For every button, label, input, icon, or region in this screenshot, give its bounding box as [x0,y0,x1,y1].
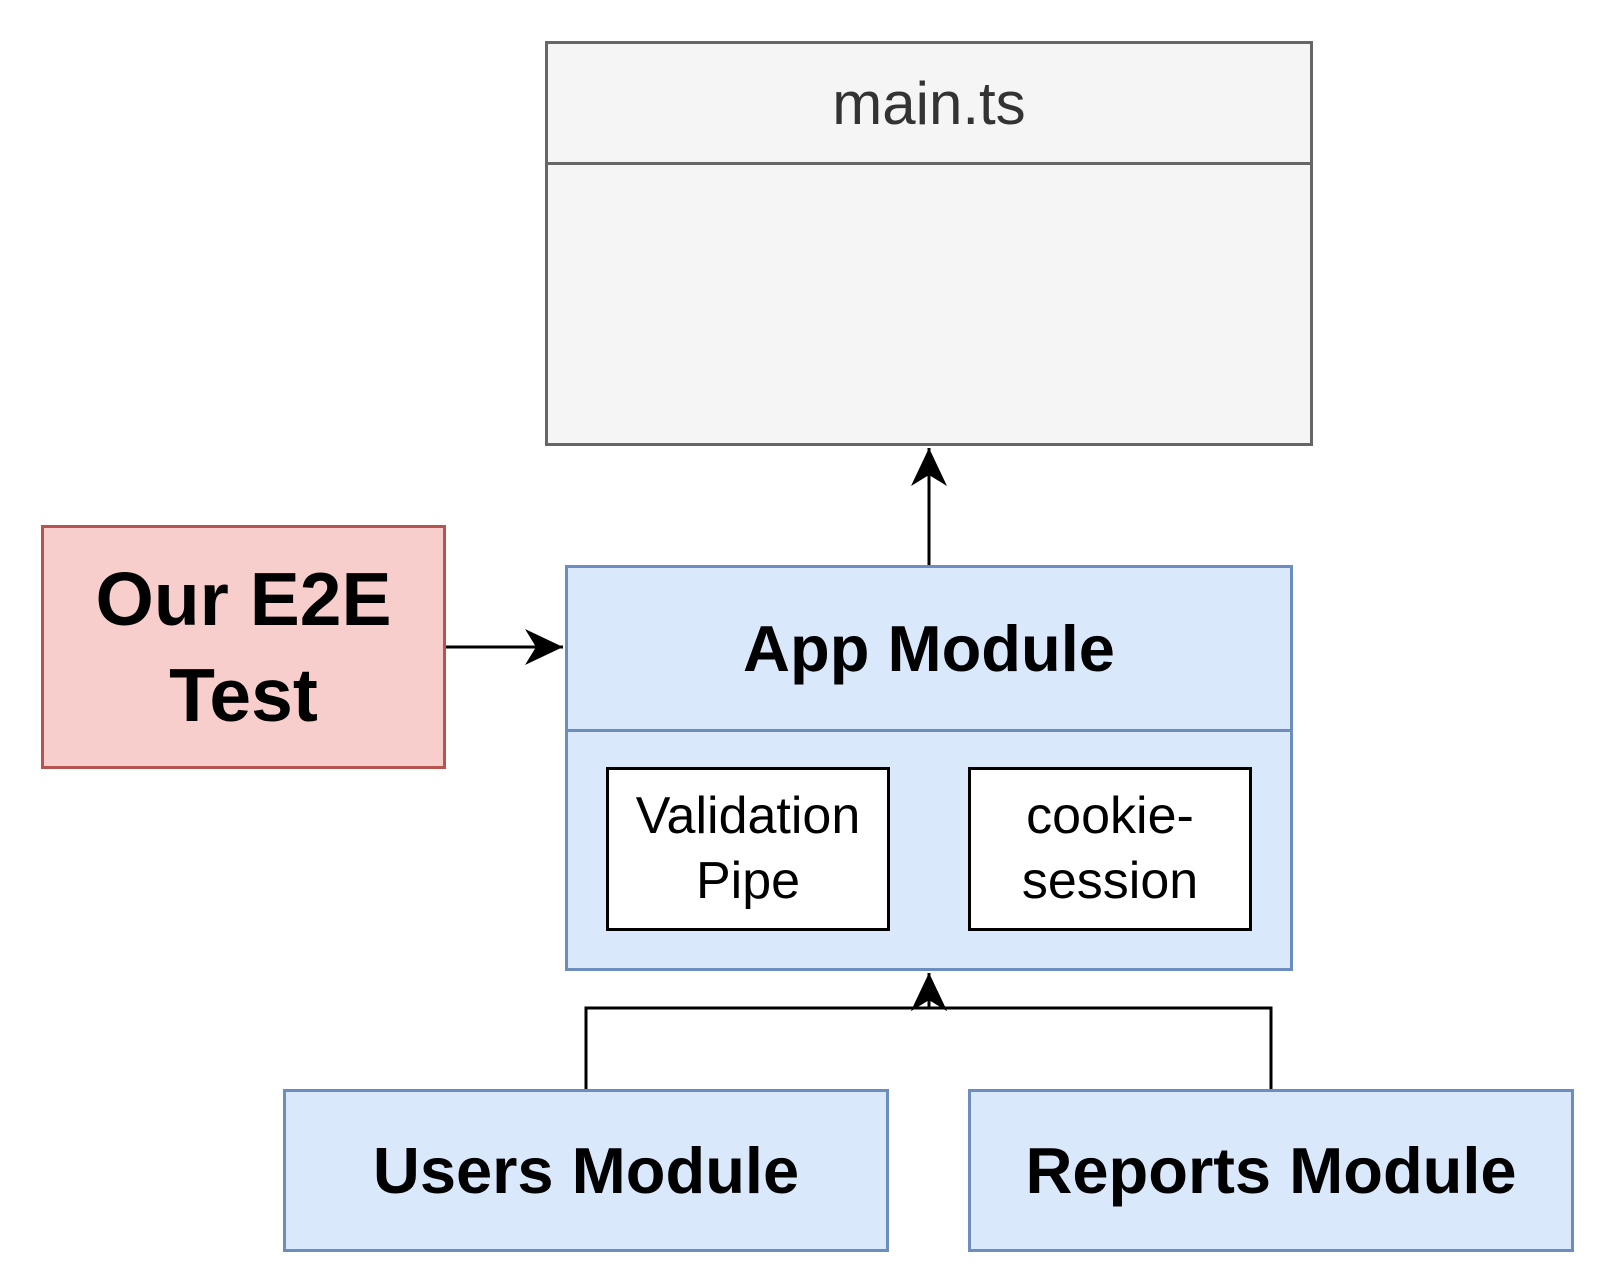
validation-pipe-label: Validation Pipe [635,787,861,910]
validation-pipe-node[interactable]: Validation Pipe [606,767,890,931]
cookie-session-node[interactable]: cookie-session [968,767,1252,931]
e2e-test-label: Our E2E Test [95,557,392,737]
cookie-session-label: cookie-session [1021,787,1199,910]
main-ts-label: main.ts [832,69,1026,137]
reports-module-node[interactable]: Reports Module [968,1089,1574,1252]
edge-users-to-app [584,973,947,1089]
users-module-label: Users Module [372,1134,800,1207]
app-module-label: App Module [743,612,1115,685]
app-module-header: App Module [568,568,1290,732]
main-ts-container[interactable]: main.ts [545,41,1313,446]
e2e-test-node[interactable]: Our E2E Test [41,525,446,769]
users-module-node[interactable]: Users Module [283,1089,889,1252]
reports-module-label: Reports Module [1025,1134,1517,1207]
edge-reports-to-app [911,973,1273,1089]
main-ts-header: main.ts [548,44,1310,165]
